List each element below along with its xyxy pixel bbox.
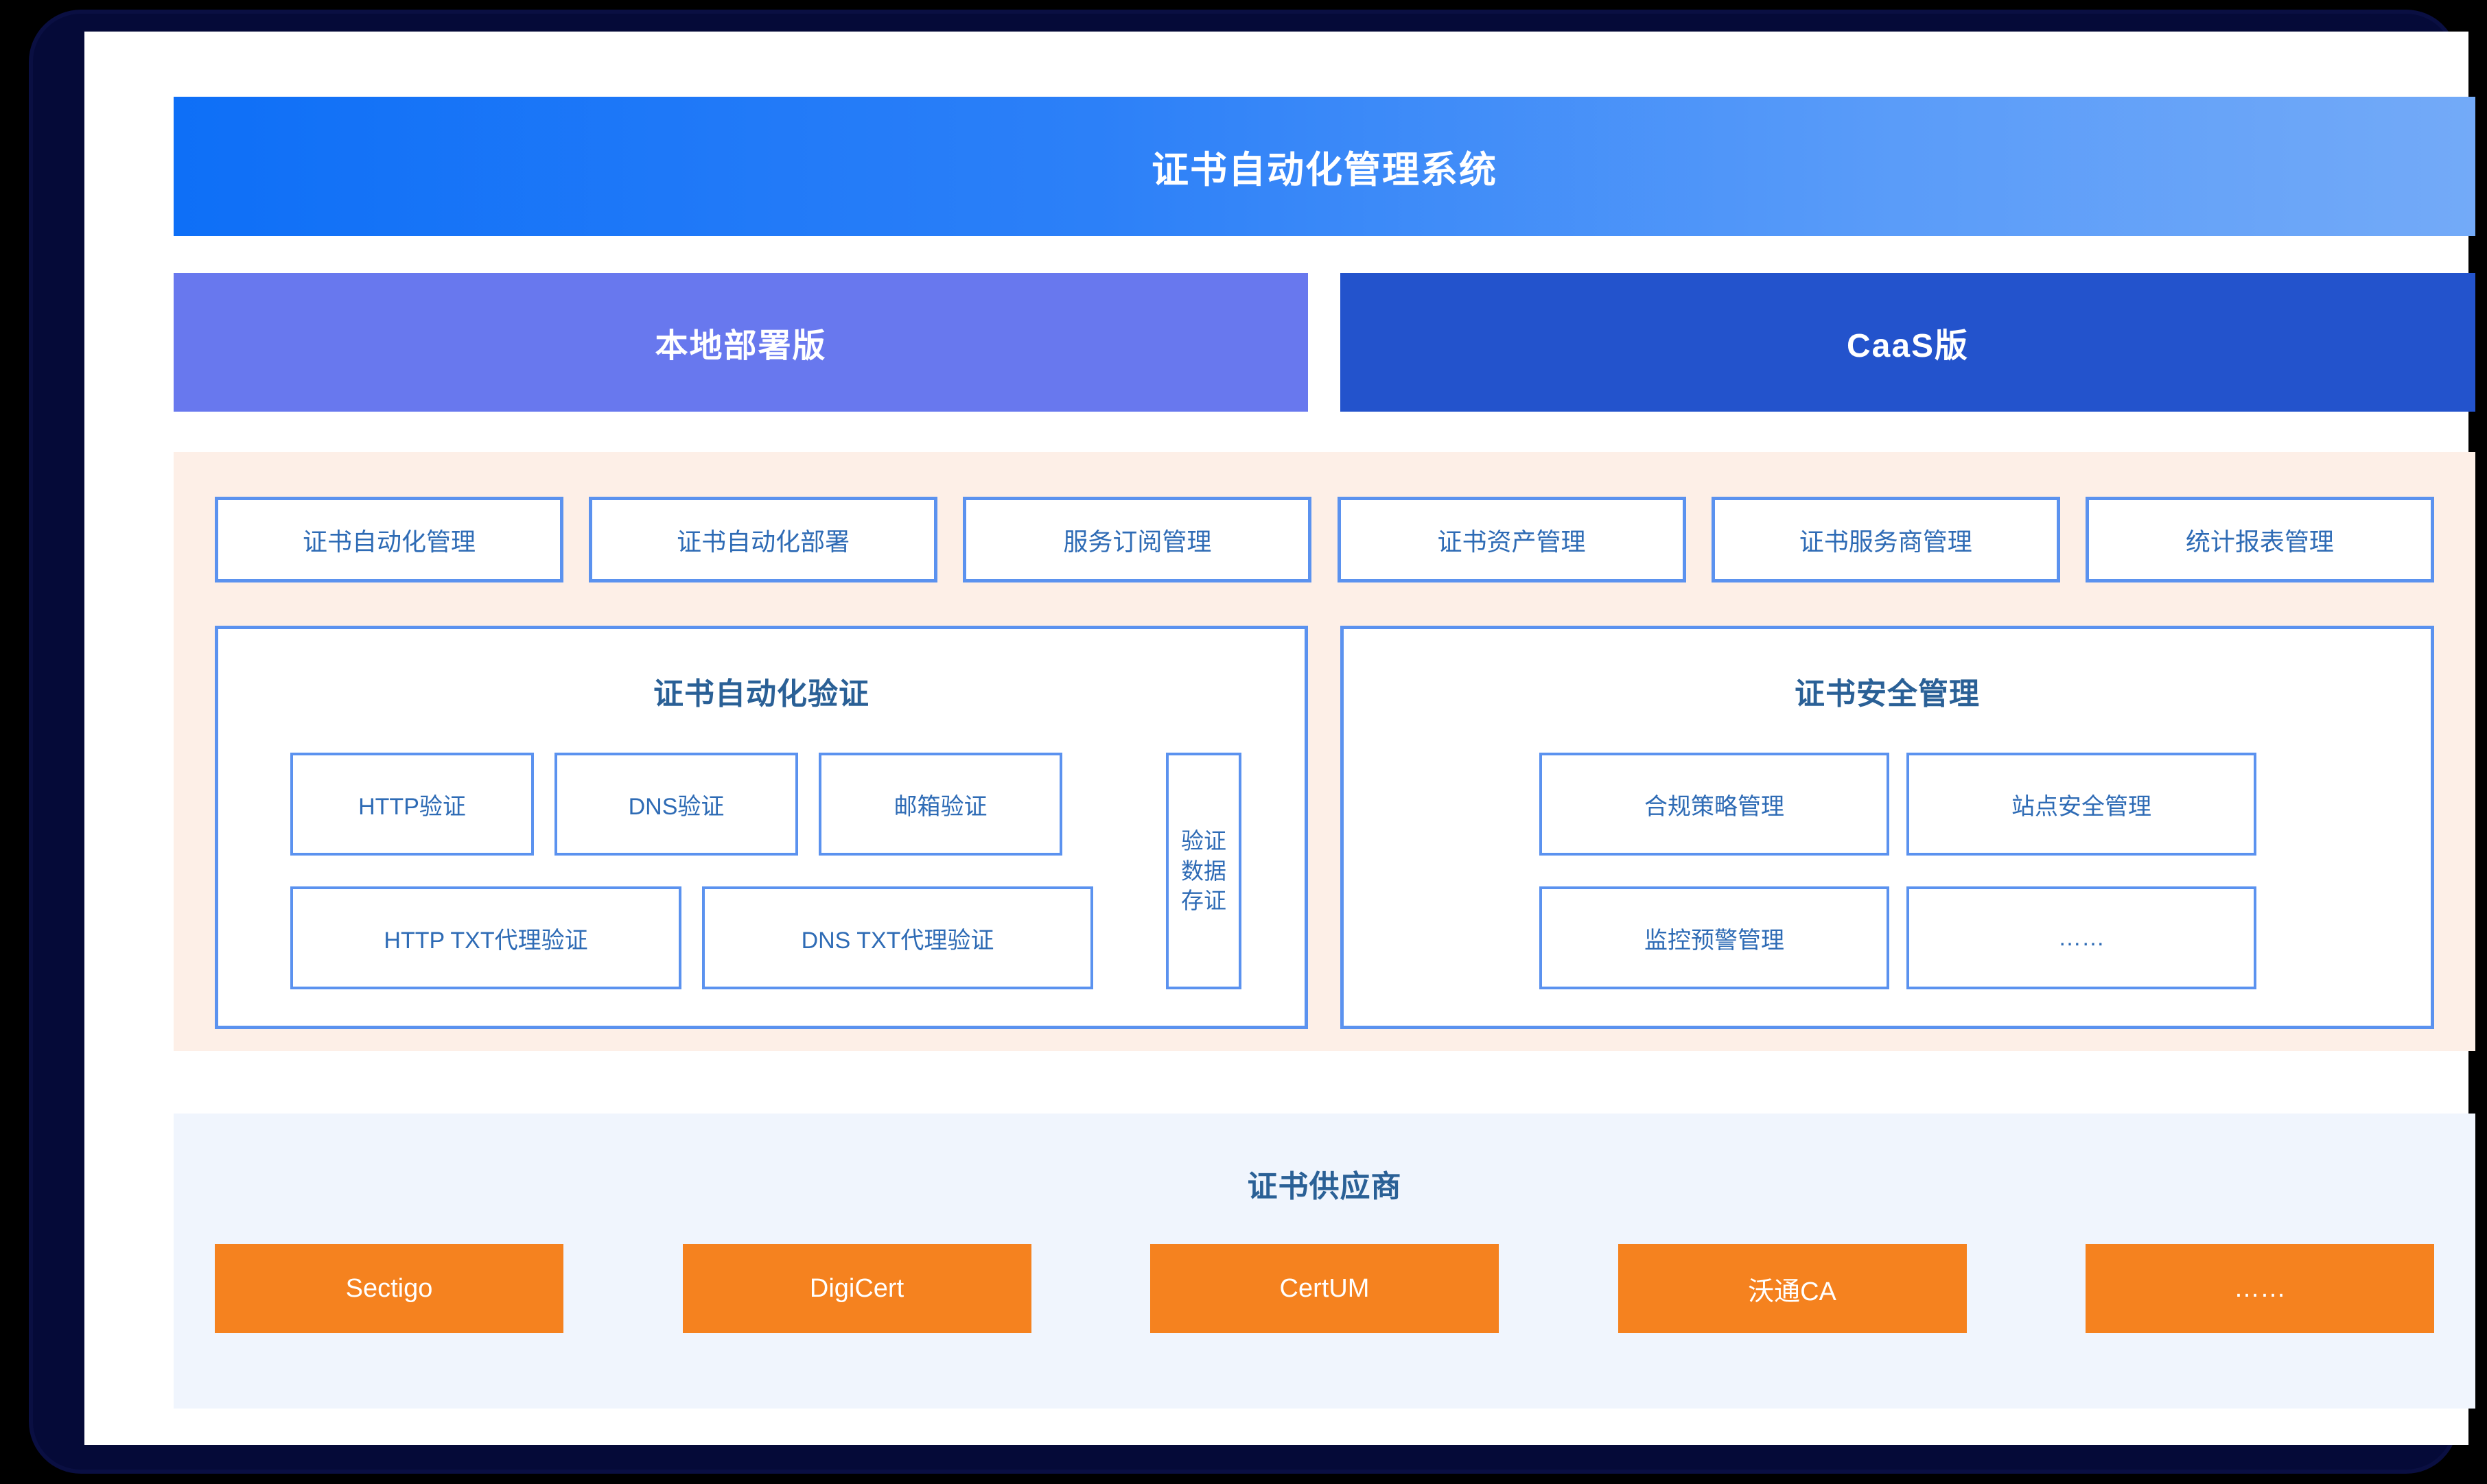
page-title: 证书自动化管理系统 <box>1152 150 1497 191</box>
provider-box-wotong-ca[interactable]: 沃通CA <box>1618 1244 1967 1333</box>
security-label: 合规策略管理 <box>1644 793 1784 820</box>
security-label: 监控预警管理 <box>1644 927 1784 954</box>
validation-label: DNS TXT代理验证 <box>801 927 994 954</box>
security-grid: 合规策略管理 站点安全管理 监控预警管理 …… <box>1539 753 2256 989</box>
provider-label-ellipsis: …… <box>2234 1273 2286 1303</box>
security-box-site-security[interactable]: 站点安全管理 <box>1906 753 2256 856</box>
provider-box-certum[interactable]: CertUM <box>1150 1244 1499 1333</box>
validation-label-vertical: 验证数据存证 <box>1181 828 1226 914</box>
module-label: 证书服务商管理 <box>1799 527 1972 556</box>
provider-box-more[interactable]: …… <box>2086 1244 2434 1333</box>
validation-box-email[interactable]: 邮箱验证 <box>819 753 1062 856</box>
validation-box-data-evidence[interactable]: 验证数据存证 <box>1166 753 1241 989</box>
security-box-more[interactable]: …… <box>1906 886 2256 989</box>
security-label: 站点安全管理 <box>2011 793 2151 820</box>
module-box[interactable]: 证书自动化管理 <box>215 497 563 582</box>
module-label: 证书自动化管理 <box>302 527 476 556</box>
module-label: 服务订阅管理 <box>1063 527 1212 556</box>
outer-frame: 证书自动化管理系统 本地部署版 CaaS版 证书自动化管理 证书自动化部署 <box>33 14 2475 1470</box>
module-box[interactable]: 统计报表管理 <box>2085 497 2434 582</box>
provider-label: Sectigo <box>345 1273 433 1303</box>
provider-box-digicert[interactable]: DigiCert <box>682 1244 1031 1333</box>
module-row: 证书自动化管理 证书自动化部署 服务订阅管理 证书资产管理 证书服务商管理 <box>215 497 2434 582</box>
validation-label: 邮箱验证 <box>894 793 988 820</box>
validation-grid: HTTP验证 DNS验证 邮箱验证 HTTP TXT代理验证 <box>290 753 1241 989</box>
validation-label: HTTP TXT代理验证 <box>384 927 588 954</box>
validation-box-http-txt-proxy[interactable]: HTTP TXT代理验证 <box>290 886 681 989</box>
module-box[interactable]: 服务订阅管理 <box>963 497 1312 582</box>
validation-box-dns-txt-proxy[interactable]: DNS TXT代理验证 <box>702 886 1093 989</box>
provider-section-title: 证书供应商 <box>1247 1170 1402 1203</box>
panel-security: 证书安全管理 合规策略管理 站点安全管理 监控预警管理 …… <box>1340 626 2434 1029</box>
module-label: 统计报表管理 <box>2185 527 2334 556</box>
module-box[interactable]: 证书资产管理 <box>1337 497 1686 582</box>
validation-row-2: HTTP TXT代理验证 DNS TXT代理验证 <box>290 886 1141 989</box>
edition-bar-caas: CaaS版 <box>1340 273 2475 412</box>
validation-box-http[interactable]: HTTP验证 <box>290 753 534 856</box>
provider-label: DigiCert <box>809 1273 904 1303</box>
panel-title-security: 证书安全管理 <box>1795 677 1980 711</box>
validation-row-1: HTTP验证 DNS验证 邮箱验证 <box>290 753 1141 856</box>
module-label: 证书资产管理 <box>1437 527 1586 556</box>
validation-box-dns[interactable]: DNS验证 <box>554 753 798 856</box>
security-box-monitor-alert[interactable]: 监控预警管理 <box>1539 886 1889 989</box>
provider-section: 证书供应商 Sectigo DigiCert CertUM 沃通CA <box>174 1114 2475 1409</box>
panel-title-validation: 证书自动化验证 <box>653 677 869 711</box>
edition-label-local: 本地部署版 <box>655 328 827 364</box>
module-label: 证书自动化部署 <box>677 527 850 556</box>
panel-validation: 证书自动化验证 HTTP验证 DNS验证 邮箱验证 <box>215 626 1308 1029</box>
security-label-ellipsis: …… <box>2058 924 2105 951</box>
edition-label-caas: CaaS版 <box>1846 328 1970 364</box>
module-box[interactable]: 证书服务商管理 <box>1711 497 2060 582</box>
system-title-bar: 证书自动化管理系统 <box>174 97 2475 236</box>
edition-bar-local: 本地部署版 <box>174 273 1308 412</box>
provider-label: CertUM <box>1279 1273 1370 1303</box>
validation-label: HTTP验证 <box>358 793 466 820</box>
validation-label: DNS验证 <box>628 793 725 820</box>
diagram-card: 证书自动化管理系统 本地部署版 CaaS版 证书自动化管理 证书自动化部署 <box>84 32 2475 1445</box>
provider-box-sectigo[interactable]: Sectigo <box>215 1244 563 1333</box>
provider-label: 沃通CA <box>1748 1277 1836 1306</box>
module-box[interactable]: 证书自动化部署 <box>589 497 938 582</box>
provider-row: Sectigo DigiCert CertUM 沃通CA …… <box>215 1244 2434 1333</box>
capability-section: 证书自动化管理 证书自动化部署 服务订阅管理 证书资产管理 证书服务商管理 <box>174 452 2475 1051</box>
security-box-compliance-policy[interactable]: 合规策略管理 <box>1539 753 1889 856</box>
